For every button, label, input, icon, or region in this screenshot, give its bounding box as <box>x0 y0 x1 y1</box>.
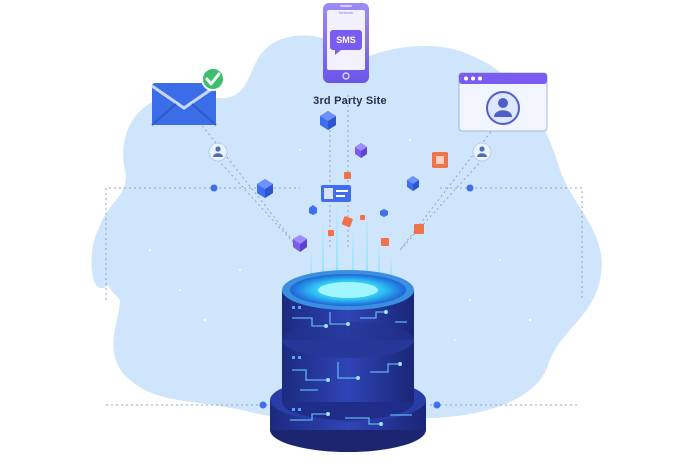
background-blob-right <box>561 251 599 319</box>
light-beams <box>310 200 392 288</box>
sms-bubble-icon <box>330 30 362 55</box>
phone-device <box>323 3 369 83</box>
id-card-icon <box>321 185 351 202</box>
user-icon-right <box>472 142 492 162</box>
user-icon-left <box>208 142 228 162</box>
envelope-icon <box>151 83 217 126</box>
sms-label: SMS <box>336 35 356 45</box>
third-party-site-label: 3rd Party Site <box>313 95 387 107</box>
data-packets <box>328 152 448 246</box>
database-server-icon <box>270 270 426 452</box>
profile-window-icon <box>458 72 548 132</box>
connection-dots <box>210 184 474 409</box>
phone-header-text: Network <box>339 10 354 15</box>
data-cubes <box>257 111 419 252</box>
sparkles <box>148 138 532 341</box>
background-blob-left <box>91 223 128 289</box>
checkmark-icon <box>201 67 225 91</box>
